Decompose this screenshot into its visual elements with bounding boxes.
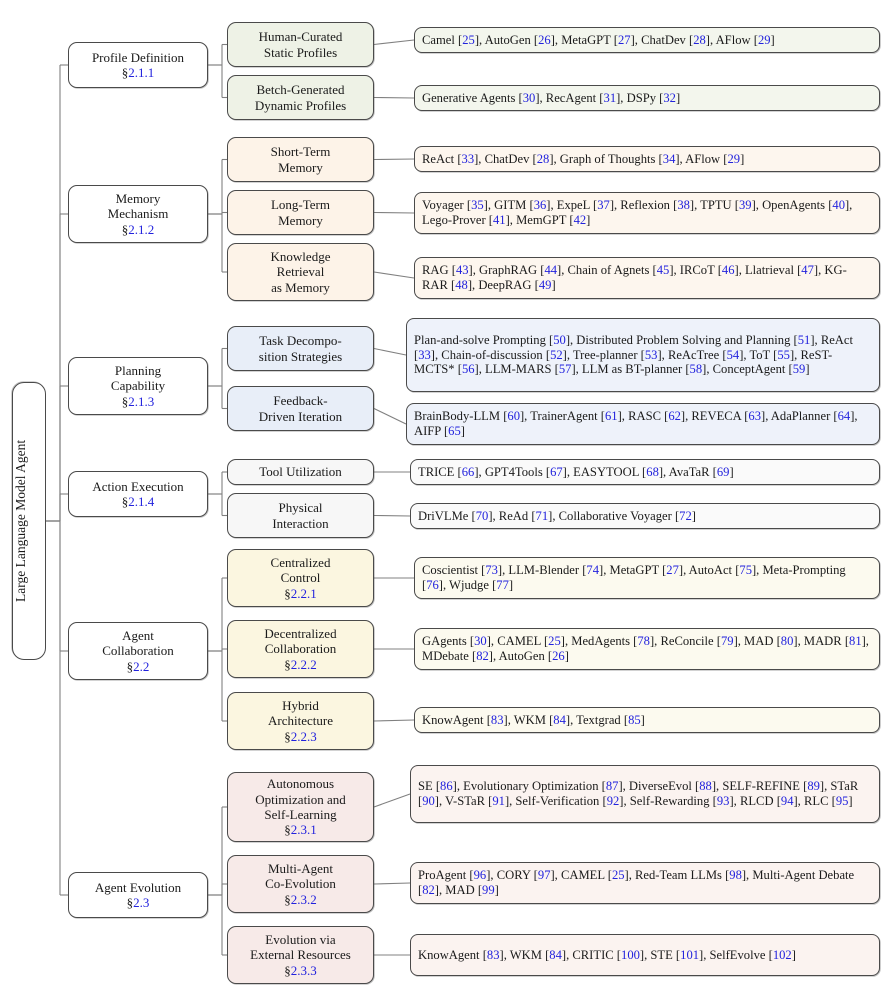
leaf-node-short-term-memory[interactable]: ReAct [33], ChatDev [28], Graph of Thoug… xyxy=(414,146,880,172)
category-node-action-execution[interactable]: Action Execution§2.1.4 xyxy=(68,471,208,517)
category-node-profile-definition[interactable]: Profile Definition§2.1.1 xyxy=(68,42,208,88)
leaf-label-human-curated-static-profiles: Camel [25], AutoGen [26], MetaGPT [27], … xyxy=(422,32,775,47)
subcategory-node-tool-utilization[interactable]: Tool Utilization xyxy=(227,459,374,485)
leaf-label-evolution-via-external-resources: KnowAgent [83], WKM [84], CRITIC [100], … xyxy=(418,947,796,962)
leaf-label-knowledge-retrieval-as-memory: RAG [43], GraphRAG [44], Chain of Agnets… xyxy=(422,263,847,292)
category-label-agent-evolution: Agent Evolution§2.3 xyxy=(94,879,182,910)
leaf-label-feedback-driven-iteration: BrainBody-LLM [60], TrainerAgent [61], R… xyxy=(414,409,858,438)
leaf-node-physical-interaction[interactable]: DriVLMe [70], ReAd [71], Collaborative V… xyxy=(410,503,880,529)
subcategory-node-feedback-driven-iteration[interactable]: Feedback-Driven Iteration xyxy=(227,386,374,431)
leaf-node-feedback-driven-iteration[interactable]: BrainBody-LLM [60], TrainerAgent [61], R… xyxy=(406,403,880,445)
subcategory-label-tool-utilization: Tool Utilization xyxy=(259,464,342,480)
subcategory-label-feedback-driven-iteration: Feedback-Driven Iteration xyxy=(258,393,343,424)
leaf-node-betch-generated-dynamic-profiles[interactable]: Generative Agents [30], RecAgent [31], D… xyxy=(414,85,880,111)
root-node-label: Large Language Model Agent xyxy=(13,439,28,603)
leaf-label-task-decomposition-strategies: Plan-and-solve Prompting [50], Distribut… xyxy=(414,332,853,377)
leaf-label-decentralized-collaboration: GAgents [30], CAMEL [25], MedAgents [78]… xyxy=(422,634,869,663)
leaf-node-multi-agent-co-evolution[interactable]: ProAgent [96], CORY [97], CAMEL [25], Re… xyxy=(410,862,880,904)
category-node-agent-evolution[interactable]: Agent Evolution§2.3 xyxy=(68,872,208,918)
leaf-label-short-term-memory: ReAct [33], ChatDev [28], Graph of Thoug… xyxy=(422,151,745,166)
root-node-large-language-model-agent[interactable]: Large Language Model Agent xyxy=(12,382,46,660)
leaf-node-evolution-via-external-resources[interactable]: KnowAgent [83], WKM [84], CRITIC [100], … xyxy=(410,934,880,976)
category-label-profile-definition: Profile Definition§2.1.1 xyxy=(91,49,185,80)
leaf-node-task-decomposition-strategies[interactable]: Plan-and-solve Prompting [50], Distribut… xyxy=(406,318,880,392)
leaf-label-long-term-memory: Voyager [35], GITM [36], ExpeL [37], Ref… xyxy=(422,198,853,227)
leaf-label-physical-interaction: DriVLMe [70], ReAd [71], Collaborative V… xyxy=(418,508,696,523)
leaf-node-human-curated-static-profiles[interactable]: Camel [25], AutoGen [26], MetaGPT [27], … xyxy=(414,27,880,53)
subcategory-node-task-decomposition-strategies[interactable]: Task Decompo-sition Strategies xyxy=(227,326,374,371)
leaf-label-betch-generated-dynamic-profiles: Generative Agents [30], RecAgent [31], D… xyxy=(422,90,681,105)
leaf-node-hybrid-architecture[interactable]: KnowAgent [83], WKM [84], Textgrad [85] xyxy=(414,707,880,733)
leaf-label-hybrid-architecture: KnowAgent [83], WKM [84], Textgrad [85] xyxy=(422,712,645,727)
category-label-action-execution: Action Execution§2.1.4 xyxy=(92,478,184,509)
leaf-node-centralized-control[interactable]: Coscientist [73], LLM-Blender [74], Meta… xyxy=(414,557,880,599)
leaf-node-decentralized-collaboration[interactable]: GAgents [30], CAMEL [25], MedAgents [78]… xyxy=(414,628,880,670)
subcategory-label-task-decomposition-strategies: Task Decompo-sition Strategies xyxy=(258,333,343,364)
leaf-node-tool-utilization[interactable]: TRICE [66], GPT4Tools [67], EASYTOOL [68… xyxy=(410,459,880,485)
leaf-node-knowledge-retrieval-as-memory[interactable]: RAG [43], GraphRAG [44], Chain of Agnets… xyxy=(414,257,880,299)
leaf-node-long-term-memory[interactable]: Voyager [35], GITM [36], ExpeL [37], Ref… xyxy=(414,192,880,234)
leaf-label-multi-agent-co-evolution: ProAgent [96], CORY [97], CAMEL [25], Re… xyxy=(418,868,855,897)
leaf-node-autonomous-optimization-and-self-learning[interactable]: SE [86], Evolutionary Optimization [87],… xyxy=(410,765,880,823)
leaf-label-tool-utilization: TRICE [66], GPT4Tools [67], EASYTOOL [68… xyxy=(418,464,734,479)
leaf-label-centralized-control: Coscientist [73], LLM-Blender [74], Meta… xyxy=(422,563,846,592)
leaf-label-autonomous-optimization-and-self-learning: SE [86], Evolutionary Optimization [87],… xyxy=(418,779,859,808)
